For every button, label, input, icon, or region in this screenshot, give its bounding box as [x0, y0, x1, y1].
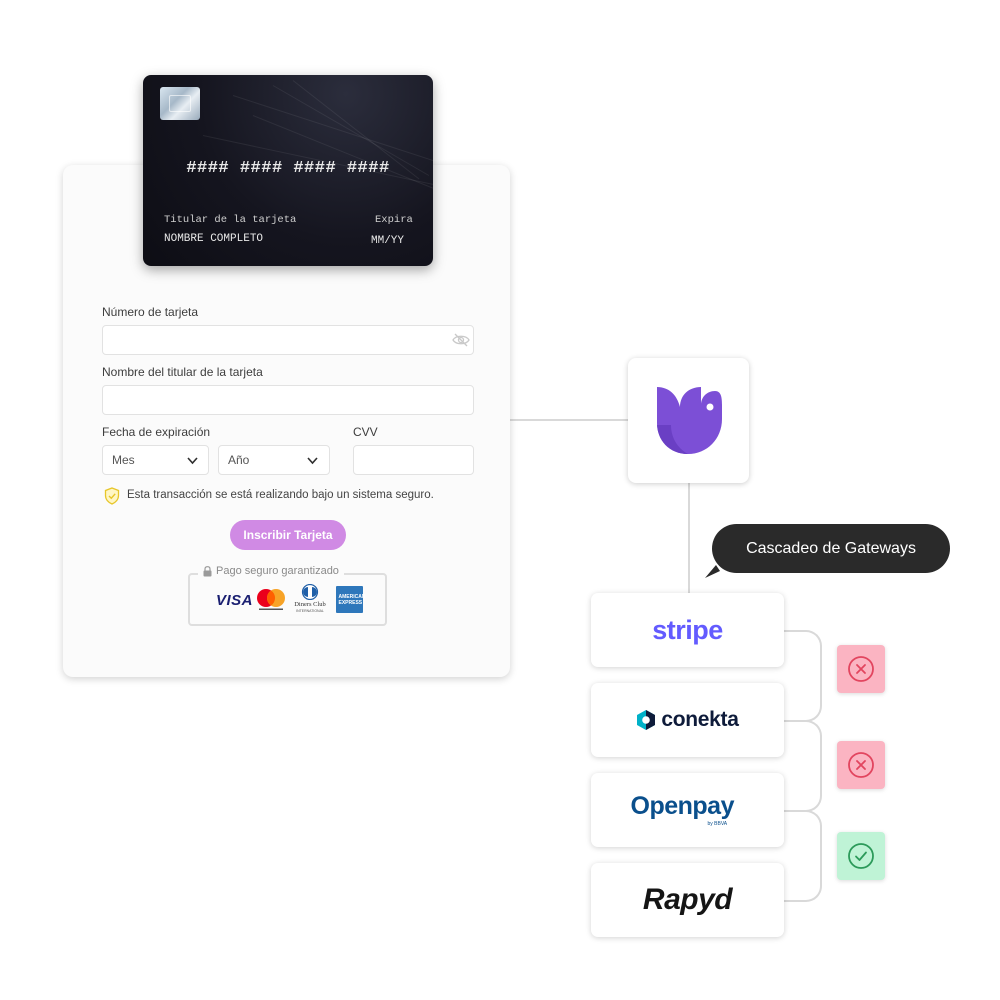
month-select[interactable]: Mes — [102, 445, 209, 475]
connector-logo-to-gateways — [688, 483, 690, 593]
diners-club-text: Diners Club — [294, 601, 326, 608]
bird-logo-icon — [657, 387, 722, 454]
amex-text: AMERICAN EXPRESS — [338, 593, 366, 606]
connector-openpay-rapyd — [784, 810, 822, 902]
diners-club-logo: Diners Club INTERNATIONAL — [292, 584, 328, 618]
close-circle-icon — [848, 752, 874, 778]
cvv-input[interactable] — [353, 445, 474, 475]
connector-stripe-conekta — [784, 630, 822, 722]
year-select[interactable]: Año — [218, 445, 330, 475]
check-circle-icon — [848, 843, 874, 869]
secure-payment-box: Pago seguro garantizado VISA Diners Club… — [188, 565, 387, 626]
card-number-input[interactable] — [102, 325, 474, 355]
gateway-stripe: stripe — [591, 593, 784, 667]
cascade-tooltip: Cascadeo de Gateways — [712, 524, 950, 573]
lock-icon — [203, 565, 212, 576]
secure-payment-label: Pago seguro garantizado — [216, 565, 339, 577]
card-expiry-value: MM/YY — [371, 235, 405, 247]
mastercard-logo — [257, 589, 285, 610]
secure-payment-legend: Pago seguro garantizado — [198, 565, 344, 577]
card-chip-detail — [169, 95, 191, 112]
register-card-button[interactable]: Inscribir Tarjeta — [230, 520, 346, 550]
openpay-sub-text: by BBVA — [707, 821, 728, 827]
close-circle-icon — [848, 656, 874, 682]
year-select-value: Año — [228, 453, 250, 467]
chevron-down-icon — [307, 457, 318, 465]
openpay-text: Openpay — [630, 792, 735, 820]
connector-conekta-openpay — [784, 720, 822, 812]
card-chip — [160, 87, 200, 120]
tooltip-pointer — [705, 565, 720, 578]
shield-check-icon — [104, 487, 120, 505]
card-holder-label: Titular de la tarjeta — [164, 214, 297, 226]
gateway-rapyd: Rapyd — [591, 863, 784, 937]
status-failed-stripe — [837, 645, 885, 693]
gateway-conekta: conekta — [591, 683, 784, 757]
secure-transaction-text: Esta transacción se está realizando bajo… — [127, 489, 434, 501]
rapyd-logo: Rapyd — [642, 883, 733, 916]
diners-club-mark — [301, 584, 319, 600]
amex-logo: AMERICAN EXPRESS — [336, 586, 366, 613]
eye-slash-icon[interactable] — [452, 332, 470, 348]
month-select-value: Mes — [112, 453, 135, 467]
card-number-label: Número de tarjeta — [102, 305, 199, 319]
visa-logo: VISA — [216, 592, 254, 609]
conekta-mark-icon — [637, 710, 656, 730]
status-failed-conekta — [837, 741, 885, 789]
chevron-down-icon — [187, 457, 198, 465]
diners-club-subtext: INTERNATIONAL — [296, 609, 324, 613]
gateway-openpay: Openpay by BBVA — [591, 773, 784, 847]
conekta-logo: conekta — [636, 708, 739, 732]
holder-name-label: Nombre del titular de la tarjeta — [102, 365, 263, 379]
connector-form-to-logo — [510, 419, 628, 421]
card-texture-line — [232, 95, 433, 164]
expiry-label: Fecha de expiración — [102, 425, 211, 439]
cvv-label: CVV — [353, 425, 378, 439]
card-expiry-label: Expira — [375, 214, 413, 226]
holder-name-input[interactable] — [102, 385, 474, 415]
credit-card-preview: #### #### #### #### Titular de la tarjet… — [143, 75, 433, 266]
stripe-logo: stripe — [652, 614, 723, 645]
openpay-logo: Openpay by BBVA — [628, 792, 748, 828]
conekta-text: conekta — [661, 708, 739, 731]
brand-logo-box — [628, 358, 749, 483]
card-holder-name: NOMBRE COMPLETO — [164, 233, 264, 245]
card-number-display: #### #### #### #### — [186, 159, 390, 178]
cascade-tooltip-text: Cascadeo de Gateways — [746, 539, 916, 557]
status-success-openpay — [837, 832, 885, 880]
